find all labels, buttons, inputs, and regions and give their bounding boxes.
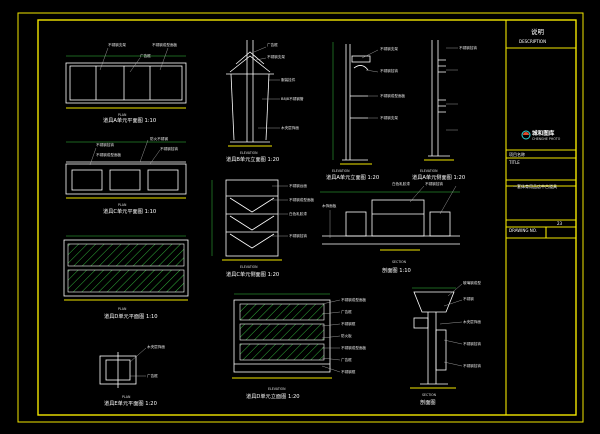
a-side-note-4: 不锈钢支架	[380, 115, 398, 120]
project-name: 一套体育用品店中古道具	[513, 183, 557, 189]
d-front-tag: ELEVATION	[268, 387, 286, 391]
c-plan-note-3: 防火不锈钢	[150, 136, 168, 141]
drawing-no-label: DRAWING NO.	[509, 228, 537, 233]
a-side-note-1: 不锈钢支架	[380, 46, 398, 51]
b-front-note-5: 木夹层饰面	[281, 125, 299, 130]
a-plan-note-1: 不锈钢支架	[108, 42, 126, 47]
d-front-note-7: 不锈钢框	[341, 369, 356, 374]
c-plan-note-4: 不锈钢挂钩	[160, 146, 178, 151]
c-side-note-4: 不锈钢挂钩	[289, 233, 307, 238]
drawing-b-front: 广告框 不锈钢支架 服装挂件 B8J8不锈钢管 木夹层饰面 ELEVATION …	[226, 40, 304, 163]
c-side-note-3: 白色乳胶漆	[289, 211, 307, 216]
a-side-profile-note-1: 不锈钢挂钩	[459, 45, 477, 50]
b-front-note-2: 不锈钢支架	[267, 54, 285, 59]
drawing-section-1: 不锈钢挂钩 白色乳胶漆 木饰面板 SECTION 剖面图 1:10	[320, 181, 460, 274]
drawing-c-plan: 不锈钢挂钩 不锈钢成型面板 防火不锈钢 不锈钢挂钩 PLAN 道具C单元平面图 …	[65, 136, 187, 215]
b-front-title: 道具B单元立面图 1:20	[226, 155, 279, 163]
b-front-note-3: 服装挂件	[281, 77, 296, 82]
section2-note-3: 木夹层饰面	[463, 319, 481, 324]
e-plan-note-1: 木夹层饰面	[147, 344, 165, 349]
inner-border	[37, 19, 577, 416]
c-plan-tag: PLAN	[118, 203, 127, 207]
section1-note-1: 不锈钢挂钩	[425, 181, 443, 186]
title-block-heading-en: DESCRIPTION	[519, 39, 546, 44]
c-plan-note-1: 不锈钢挂钩	[96, 142, 114, 147]
title-block: 说明 DESCRIPTION 城和图库 CHENGHE PHOTO 项目名称 T…	[505, 20, 576, 415]
a-side-tag: ELEVATION	[420, 169, 438, 173]
section2-note-2: 不锈钢	[463, 296, 474, 301]
d-front-note-6: 广告框	[341, 357, 352, 362]
logo: 城和图库 CHENGHE PHOTO	[521, 129, 561, 141]
project-label-en: TITLE	[508, 160, 520, 165]
c-side-tag: ELEVATION	[240, 265, 258, 269]
section2-title: 剖面图	[420, 398, 436, 406]
drawing-c-side: 不锈钢台面 不锈钢成型面板 白色乳胶漆 不锈钢挂钩 ELEVATION 道具C单…	[211, 179, 315, 278]
a-plan-note-2: 广告框	[140, 53, 151, 58]
drawing-a-plan: 不锈钢支架 广告框 不锈钢成型面板 PLAN 道具A单元平面图 1:10	[65, 42, 187, 124]
outer-border	[17, 12, 584, 423]
d-front-note-4: 防火板	[341, 333, 352, 338]
a-side-note-3: 不锈钢成型面板	[380, 93, 406, 98]
b-front-tag: ELEVATION	[240, 151, 258, 155]
drawing-section-2: 玻璃钢成型 不锈钢 木夹层饰面 不锈钢挂钩 不锈钢挂钩 SECTION 剖面图	[410, 280, 481, 406]
drawing-a-side-profile: 不锈钢挂钩 ELEVATION 道具A单元侧面图 1:20	[412, 40, 477, 181]
c-side-title: 道具C单元侧面图 1:20	[226, 270, 279, 278]
c-side-note-1: 不锈钢台面	[289, 183, 307, 188]
logo-subtext: CHENGHE PHOTO	[532, 137, 561, 141]
drawing-no: 23	[557, 221, 563, 226]
c-plan-title: 道具C单元平面图 1:10	[103, 207, 156, 215]
drawing-d-front: 不锈钢成型面板 广告框 不锈钢框 防火板 不锈钢成型面板 广告框 不锈钢框 EL…	[232, 293, 367, 400]
drawing-a-side: 不锈钢支架 不锈钢挂钩 不锈钢成型面板 不锈钢支架 ELEVATION 道具A单…	[326, 42, 406, 181]
a-side-note-2: 不锈钢挂钩	[380, 68, 398, 73]
a-front-title: 道具A单元立面图 1:20	[326, 173, 379, 181]
project-label: 项目名称	[509, 151, 525, 157]
c-side-note-2: 不锈钢成型面板	[289, 197, 315, 202]
a-plan-title: 道具A单元平面图 1:10	[103, 116, 156, 124]
a-side-title: 道具A单元侧面图 1:20	[412, 173, 465, 181]
c-plan-note-2: 不锈钢成型面板	[96, 152, 122, 157]
section1-tag: SECTION	[392, 260, 407, 264]
drawing-e-plan: 木夹层饰面 广告框 PLAN 道具E单元平面图 1:20	[99, 344, 165, 407]
b-front-note-4: B8J8不锈钢管	[281, 96, 304, 101]
e-plan-tag: PLAN	[122, 395, 131, 399]
section2-tag: SECTION	[422, 393, 437, 397]
d-front-note-3: 不锈钢框	[341, 321, 356, 326]
d-plan-title: 道具D单元平面图 1:10	[104, 312, 158, 320]
d-front-note-5: 不锈钢成型面板	[341, 345, 367, 350]
a-plan-note-3: 不锈钢成型面板	[152, 42, 178, 47]
a-front-tag: ELEVATION	[332, 169, 350, 173]
e-plan-title: 道具E单元平面图 1:20	[104, 399, 157, 407]
section2-note-5: 不锈钢挂钩	[463, 363, 481, 368]
a-plan-tag: PLAN	[118, 113, 127, 117]
section1-note-2: 白色乳胶漆	[392, 181, 410, 186]
section1-title: 剖面图 1:10	[382, 266, 411, 274]
logo-text: 城和图库	[532, 129, 555, 137]
e-plan-note-2: 广告框	[147, 373, 158, 378]
section2-note-1: 玻璃钢成型	[463, 280, 481, 285]
d-plan-tag: PLAN	[118, 307, 127, 311]
d-front-note-1: 不锈钢成型面板	[341, 297, 367, 302]
section1-note-3: 木饰面板	[322, 203, 337, 208]
drawing-d-plan: PLAN 道具D单元平面图 1:10	[63, 235, 189, 320]
title-block-heading: 说明	[531, 27, 545, 36]
d-front-title: 道具D单元立面图 1:20	[246, 392, 300, 400]
d-front-note-2: 广告框	[341, 309, 352, 314]
section2-note-4: 不锈钢挂钩	[463, 341, 481, 346]
b-front-note-1: 广告框	[267, 42, 278, 47]
